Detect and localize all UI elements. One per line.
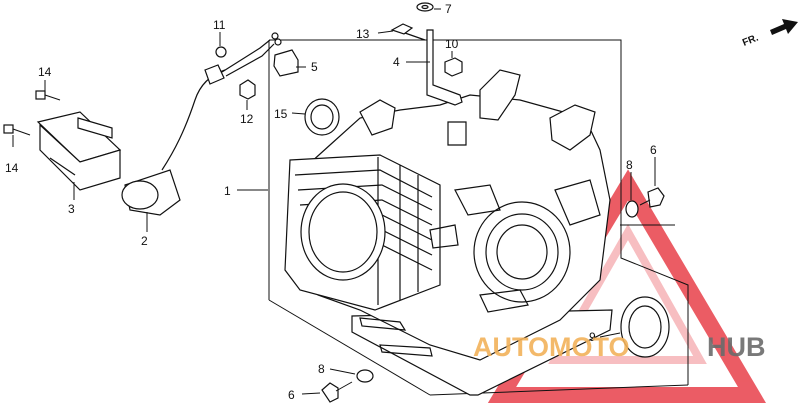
bolt-bottom — [321, 381, 353, 403]
oil-seal — [620, 296, 670, 358]
oil-alert-unit — [121, 32, 282, 216]
leader-lines — [12, 8, 656, 395]
governor-nut — [444, 57, 463, 77]
callout-5: 5 — [311, 60, 318, 74]
callout-9: 9 — [589, 330, 596, 344]
watermark-text: AUTOMOTO HUB — [473, 332, 766, 362]
left-boss — [359, 99, 396, 136]
washer-top — [416, 2, 434, 12]
washer-bottom — [356, 369, 374, 383]
callout-7: 7 — [445, 2, 452, 16]
callout-3: 3 — [68, 202, 75, 216]
washer-right — [625, 200, 639, 218]
callout-12: 12 — [240, 112, 254, 126]
callout-10: 10 — [445, 37, 459, 51]
wire-clip — [273, 49, 299, 77]
cylinder-bore — [300, 183, 386, 281]
front-direction-label: FR. — [741, 32, 760, 48]
grommet — [215, 46, 227, 58]
watermark-text-part2: HUB — [707, 332, 766, 362]
governor-arm — [404, 29, 463, 106]
bearing-housing — [473, 201, 571, 303]
callout-8-right: 8 — [626, 158, 633, 172]
upper-mount-arm — [479, 69, 521, 121]
front-direction-indicator: FR. — [741, 19, 798, 49]
callout-13: 13 — [356, 27, 370, 41]
callout-2: 2 — [141, 234, 148, 248]
bolt-lower — [3, 124, 31, 136]
watermark-inner-triangle — [548, 223, 707, 364]
ball-bearing — [304, 98, 340, 136]
callout-6-bottom: 6 — [288, 388, 295, 402]
hex-nut — [239, 79, 256, 100]
bolt-upper — [35, 90, 61, 101]
callout-numbers: 1 2 3 4 5 6 6 7 8 8 9 10 11 12 13 14 14 … — [5, 2, 657, 402]
front-arrow-icon — [770, 19, 798, 35]
callout-1: 1 — [224, 184, 231, 198]
breather-boss — [447, 121, 467, 146]
callout-8-bottom: 8 — [318, 362, 325, 376]
plate-bracket — [36, 111, 122, 191]
callout-14-lower: 14 — [5, 161, 19, 175]
callout-15: 15 — [274, 107, 288, 121]
clip-pin — [390, 23, 414, 35]
watermark-text-part1: AUTOMOTO — [473, 332, 630, 362]
callout-14-upper: 14 — [38, 65, 52, 79]
callout-11: 11 — [213, 18, 226, 32]
callout-4: 4 — [393, 55, 400, 69]
callout-6-right: 6 — [650, 143, 657, 157]
bolt-right — [639, 187, 665, 208]
crankcase-body — [284, 69, 613, 396]
side-mount-arm — [549, 104, 596, 151]
